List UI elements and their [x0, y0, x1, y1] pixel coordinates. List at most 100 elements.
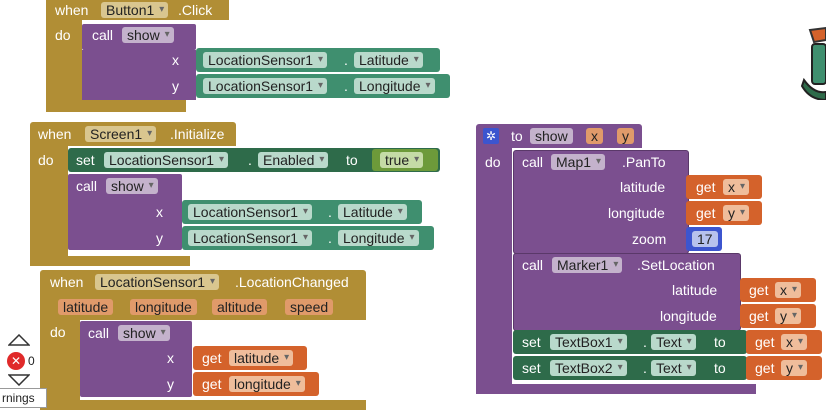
longitude-variable-dropdown[interactable]: y [723, 205, 749, 221]
set-label: set [522, 360, 541, 376]
call-marker-setlocation-block[interactable] [513, 253, 741, 331]
get-label: get [755, 334, 775, 350]
y-component-dropdown[interactable]: LocationSensor1 [203, 78, 328, 94]
procedure-left-bar [476, 148, 512, 384]
dot: . [344, 52, 348, 68]
latitude-arg-label: latitude [620, 179, 666, 195]
component-dropdown[interactable]: Button1 [101, 2, 169, 18]
longitude-arg-label: longitude [660, 308, 717, 324]
x-property-dropdown[interactable]: Latitude [354, 52, 423, 68]
y-arg-label: y [167, 376, 174, 392]
procedure-dropdown[interactable]: show [118, 325, 170, 341]
x-arg-label: x [156, 204, 163, 220]
param-longitude[interactable]: longitude [130, 299, 197, 315]
call-label: call [88, 325, 110, 341]
longitude-arg-label: longitude [608, 205, 665, 221]
x-variable-dropdown[interactable]: latitude [229, 350, 294, 366]
x-property-dropdown[interactable]: Latitude [338, 204, 407, 220]
warnings-panel: ✕ 0 rnings [0, 330, 47, 414]
do-label: do [38, 152, 54, 168]
event-name: .LocationChanged [235, 274, 349, 290]
set-property-dropdown[interactable]: Enabled [258, 152, 329, 168]
do-label: do [485, 154, 501, 170]
x-arg-label: x [167, 350, 174, 366]
zoom-value[interactable]: 17 [692, 231, 718, 247]
longitude-variable-dropdown[interactable]: y [775, 308, 801, 324]
textbox1-variable-dropdown[interactable]: x [781, 334, 807, 350]
call-label: call [76, 178, 98, 194]
procedure-footer [476, 384, 756, 394]
chevron-up-icon[interactable] [8, 334, 30, 346]
chevron-down-icon[interactable] [8, 374, 30, 386]
latitude-arg-label: latitude [672, 282, 718, 298]
error-icon[interactable]: ✕ [7, 352, 25, 370]
y-variable-dropdown[interactable]: longitude [229, 376, 305, 392]
x-component-dropdown[interactable]: LocationSensor1 [203, 52, 328, 68]
map-component-dropdown[interactable]: Map1 [551, 154, 606, 170]
param-x[interactable]: x [586, 128, 603, 144]
do-label: do [50, 324, 66, 340]
event-footer [30, 256, 190, 266]
when-label: when [55, 2, 89, 18]
boolean-dropdown[interactable]: true [380, 152, 424, 168]
latitude-variable-dropdown[interactable]: x [775, 282, 801, 298]
do-label: do [55, 27, 71, 43]
set-label: set [522, 334, 541, 350]
textbox1-component-dropdown[interactable]: TextBox1 [550, 334, 627, 350]
set-textbox1-block[interactable] [513, 330, 747, 354]
event-name: .Click [178, 2, 213, 18]
textbox2-component-dropdown[interactable]: TextBox2 [550, 360, 627, 376]
get-label: get [696, 179, 716, 195]
latitude-variable-dropdown[interactable]: x [723, 179, 749, 195]
textbox1-property-dropdown[interactable]: Text [651, 334, 696, 350]
x-component-dropdown[interactable]: LocationSensor1 [188, 204, 313, 220]
component-dropdown[interactable]: LocationSensor1 [95, 274, 220, 290]
param-latitude[interactable]: latitude [58, 299, 114, 315]
get-label: get [749, 308, 769, 324]
param-altitude[interactable]: altitude [212, 299, 268, 315]
event-left-bar [30, 146, 68, 256]
set-label: set [76, 152, 95, 168]
set-component-dropdown[interactable]: LocationSensor1 [104, 152, 229, 168]
dot: . [248, 152, 252, 168]
param-y[interactable]: y [617, 128, 634, 144]
dot: . [643, 334, 647, 350]
call-label: call [92, 27, 114, 43]
y-arg-label: y [156, 230, 163, 246]
warnings-toggle-button[interactable]: rnings [0, 388, 47, 408]
get-label: get [755, 360, 775, 376]
method-name: .SetLocation [637, 257, 715, 273]
dot: . [328, 230, 332, 246]
marker-component-dropdown[interactable]: Marker1 [552, 257, 623, 273]
event-left-bar [46, 20, 82, 100]
component-dropdown[interactable]: Screen1 [85, 126, 157, 142]
trash-can-icon[interactable] [800, 20, 826, 100]
to-label: to [714, 360, 726, 376]
textbox2-variable-dropdown[interactable]: y [781, 360, 807, 376]
zoom-arg-label: zoom [632, 231, 667, 247]
gear-icon[interactable]: ✲ [483, 128, 499, 144]
dot: . [643, 360, 647, 376]
textbox2-property-dropdown[interactable]: Text [651, 360, 696, 376]
method-name: .PanTo [622, 154, 666, 170]
event-left-bar [40, 320, 80, 400]
to-label: to [714, 334, 726, 350]
y-property-dropdown[interactable]: Longitude [338, 230, 419, 246]
param-speed[interactable]: speed [285, 299, 334, 315]
to-label: to [346, 152, 358, 168]
event-name: .Initialize [170, 126, 225, 142]
when-label: when [38, 126, 72, 142]
dot: . [328, 204, 332, 220]
dot: . [344, 78, 348, 94]
get-label: get [202, 376, 222, 392]
procedure-dropdown[interactable]: show [106, 178, 158, 194]
event-footer [46, 100, 186, 112]
procedure-name-field[interactable]: show [530, 128, 573, 144]
set-textbox2-block[interactable] [513, 356, 747, 380]
y-property-dropdown[interactable]: Longitude [354, 78, 435, 94]
procedure-dropdown[interactable]: show [122, 27, 174, 43]
x-arg-label: x [172, 52, 179, 68]
y-component-dropdown[interactable]: LocationSensor1 [188, 230, 313, 246]
event-footer [40, 400, 366, 410]
error-count: 0 [28, 354, 35, 368]
